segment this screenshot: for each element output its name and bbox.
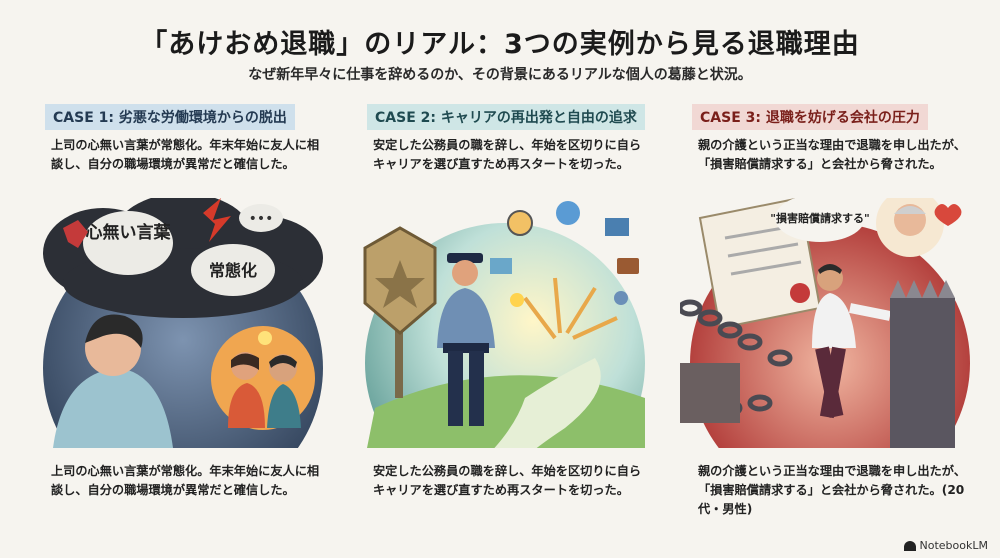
case-1-illustration: 心無い言葉 常態化 ••• (33, 198, 333, 448)
briefcase-icon (617, 258, 639, 274)
bulb-icon (510, 293, 524, 307)
logo-text: NotebookLM (919, 539, 988, 552)
case-3-column: CASE 3: 退職を妨げる会社の圧力 親の介護という正当な理由で退職を申し出た… (680, 100, 980, 540)
case-3-top-text: 親の介護という正当な理由で退職を申し出たが、「損害賠償請求する」と会社から脅され… (698, 138, 966, 171)
globe-icon (556, 201, 580, 225)
bubble-joutaika: 常態化 (209, 261, 257, 280)
broken-heart-icon (63, 220, 88, 248)
police-officer (437, 253, 495, 426)
case-1-bottom-text: 上司の心無い言葉が常態化。年末年始に友人に相談し、自分の職場環境が異常だと確信し… (51, 464, 320, 497)
case-2-bottom-text: 安定した公務員の職を辞し、年始を区切りに自らキャリアを選び直すため再スタートを切… (373, 464, 642, 497)
man-pushing-wall (812, 264, 891, 419)
elderly-parent (876, 198, 962, 257)
police-badge (363, 226, 437, 398)
case-2-illustration (355, 198, 655, 448)
page-title: 「あけおめ退職」のリアル：3つの実例から見る退職理由 (140, 29, 860, 60)
case-1-top-text: 上司の心無い言葉が常態化。年末年始に友人に相談し、自分の職場環境が異常だと確信し… (51, 138, 320, 171)
spiked-wall (890, 280, 955, 448)
svg-text:•••: ••• (249, 211, 274, 227)
case-3-label: CASE 3: 退職を妨げる会社の圧力 (692, 104, 928, 130)
book-icon (605, 218, 629, 236)
photo-icon (490, 258, 512, 274)
case-2-column: CASE 2: キャリアの再出発と自由の追求 安定した公務員の職を辞し、年始を区… (355, 100, 655, 540)
case-2-label: CASE 2: キャリアの再出発と自由の追求 (367, 104, 645, 130)
opportunity-arrows (523, 277, 618, 340)
distressed-woman (53, 314, 173, 448)
chain (680, 299, 793, 417)
bubble-kokoronai: 心無い言葉 (86, 222, 172, 243)
threat-bubble: "損害賠償請求する" (770, 211, 869, 225)
gear-icon (614, 291, 628, 305)
notebooklm-icon (903, 540, 916, 551)
case-1-column: CASE 1: 劣悪な労働環境からの脱出 上司の心無い言葉が常態化。年末年始に友… (33, 100, 333, 540)
page-subtitle: なぜ新年早々に仕事を辞めるのか、その背景にあるリアルな個人の葛藤と状況。 (248, 67, 752, 83)
compass-icon (507, 210, 533, 236)
case-1-label: CASE 1: 劣悪な労働環境からの脱出 (45, 104, 295, 130)
case-2-top-text: 安定した公務員の職を辞し、年始を区切りに自らキャリアを選び直すため再スタートを切… (373, 138, 642, 171)
heart-icon (934, 204, 962, 226)
lightning-icon (203, 198, 231, 242)
case-3-illustration: "損害賠償請求する" (680, 198, 980, 448)
friends-talking (211, 326, 315, 430)
broken-wall (680, 363, 740, 423)
notebooklm-logo: NotebookLM (903, 539, 988, 552)
case-3-bottom-text: 親の介護という正当な理由で退職を申し出たが、「損害賠償請求する」と会社から脅され… (698, 464, 966, 516)
